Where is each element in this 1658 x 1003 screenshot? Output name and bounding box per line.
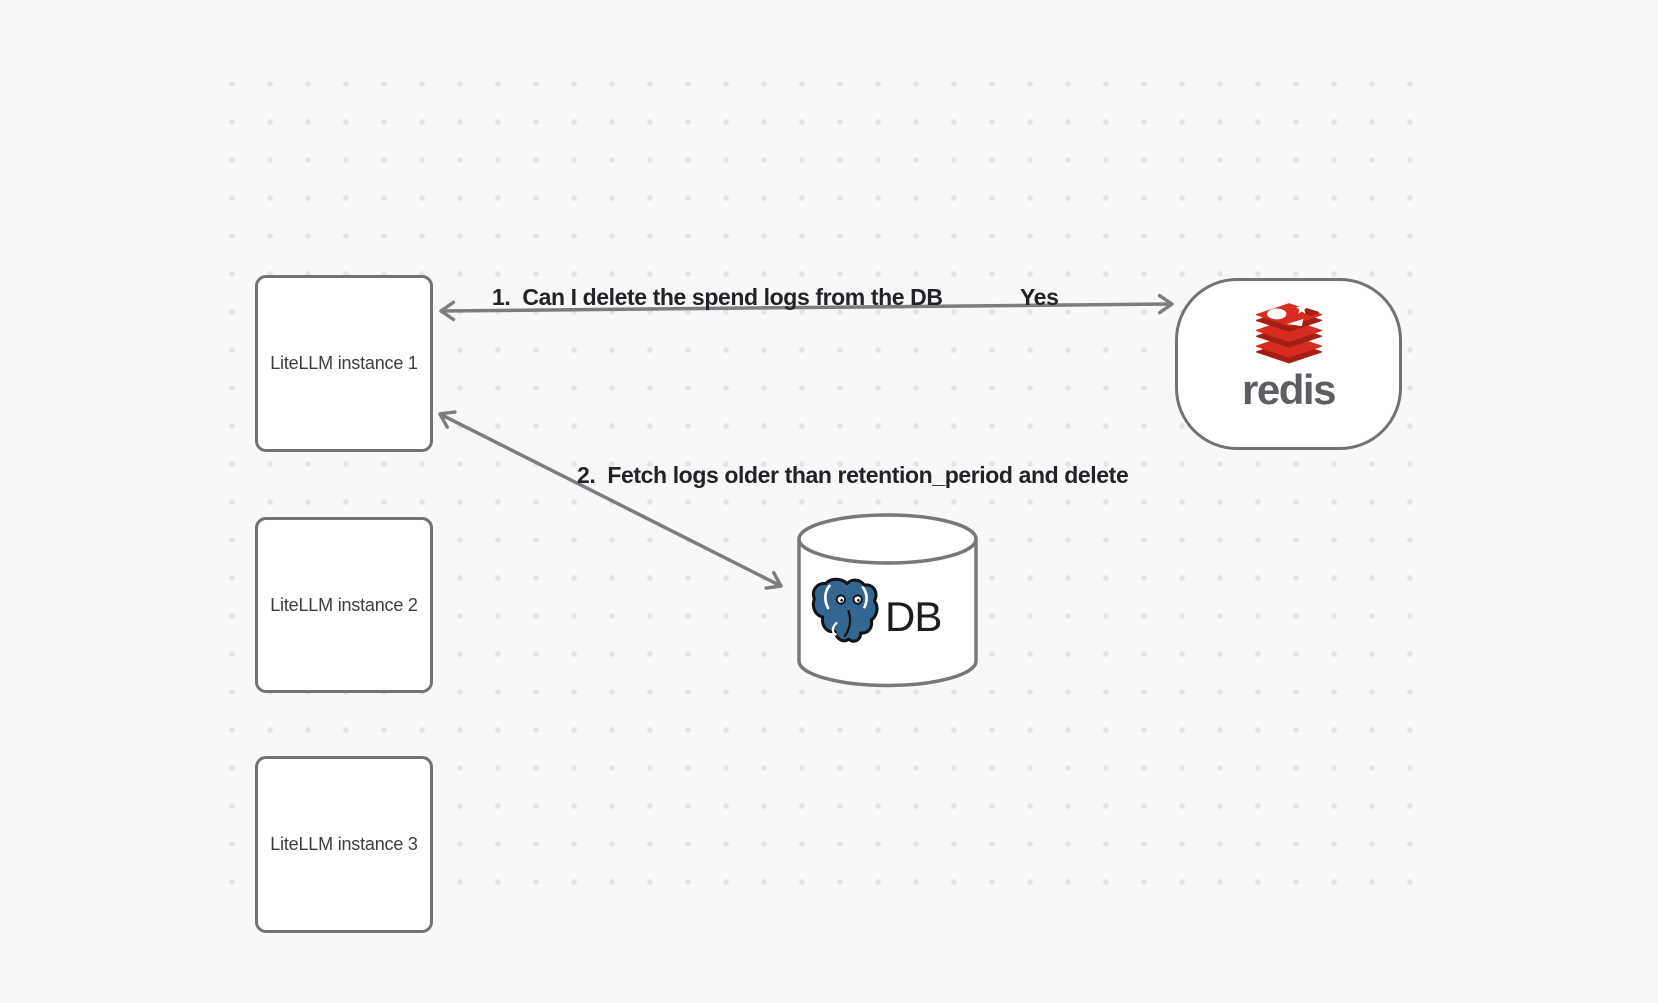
node-database: DB — [795, 510, 980, 690]
redis-stack-icon — [1255, 302, 1322, 364]
litellm-instance-2-label: LiteLLM instance 2 — [270, 594, 418, 615]
node-litellm-instance-3: LiteLLM instance 3 — [255, 756, 433, 933]
arrow1-response-label: Yes — [1020, 284, 1059, 310]
db-label: DB — [885, 593, 942, 640]
database-cylinder-icon — [797, 513, 978, 688]
node-litellm-instance-1: LiteLLM instance 1 — [255, 275, 433, 452]
postgresql-elephant-icon — [811, 577, 879, 643]
arrow1-label: 1. Can I delete the spend logs from the … — [492, 284, 943, 310]
node-redis: redis — [1175, 278, 1402, 450]
litellm-instance-1-label: LiteLLM instance 1 — [270, 353, 418, 373]
litellm-instance-3-label: LiteLLM instance 3 — [270, 834, 418, 854]
node-litellm-instance-2: LiteLLM instance 2 — [255, 517, 433, 693]
arrow2-label: 2. Fetch logs older than retention_perio… — [577, 462, 1129, 488]
redis-wordmark: redis — [1242, 366, 1336, 413]
